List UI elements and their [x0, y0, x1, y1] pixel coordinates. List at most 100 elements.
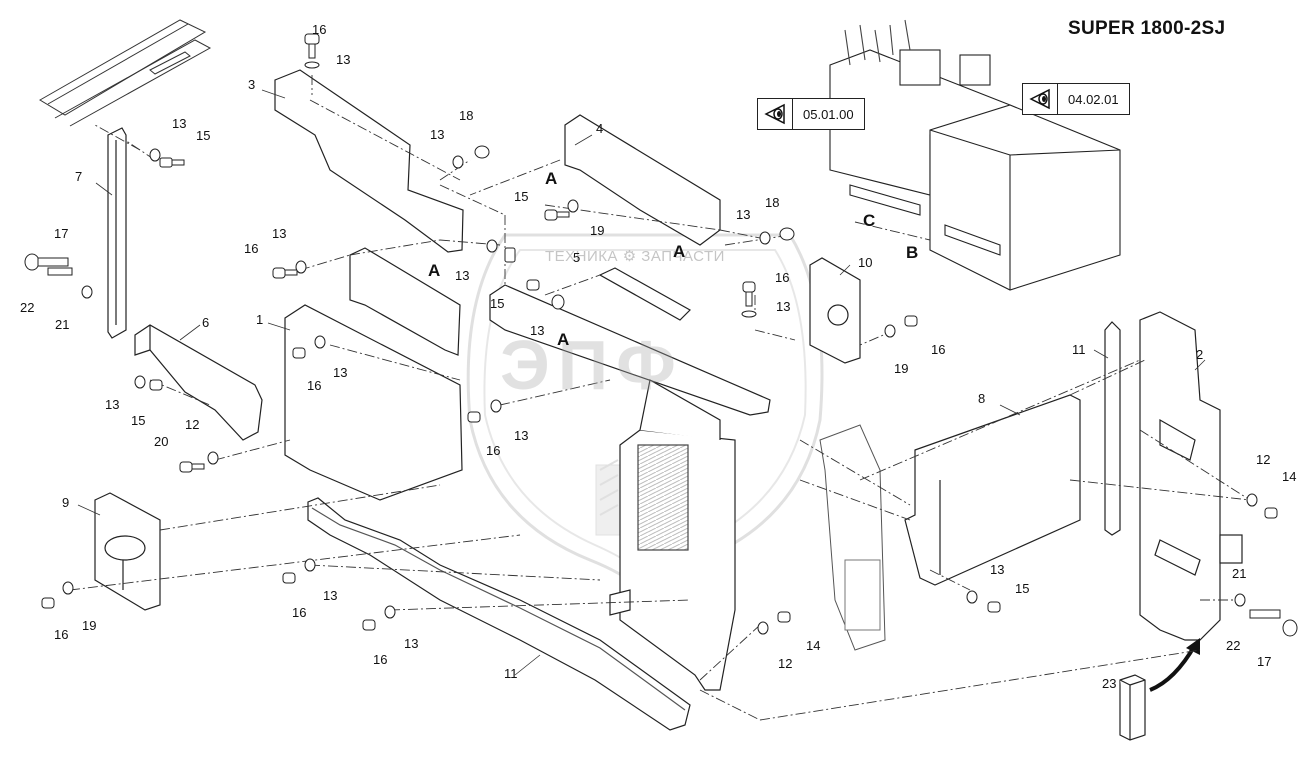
- callout-12: 12: [185, 417, 200, 432]
- washer-13-d: [295, 260, 307, 274]
- bolt-15-c: [504, 247, 516, 263]
- bolt-16-a: [272, 267, 298, 279]
- side-panel: [819, 424, 886, 651]
- model-title: SUPER 1800-2SJ: [1068, 18, 1226, 39]
- callout-13: 13: [514, 428, 529, 443]
- callout-13: 13: [776, 299, 791, 314]
- callout-16: 16: [775, 270, 790, 285]
- bolt-16-top: [304, 33, 320, 59]
- block-23: [1119, 674, 1146, 741]
- callout-13: 13: [336, 52, 351, 67]
- callout-12: 12: [778, 656, 793, 671]
- washer-13-h: [314, 335, 326, 349]
- washer-19-b: [884, 324, 896, 338]
- seal-strip-11: [307, 497, 691, 731]
- callout-20: 20: [154, 434, 169, 449]
- callout-13: 13: [430, 127, 445, 142]
- washer-13-i: [134, 375, 146, 389]
- washer-13-e: [486, 239, 498, 253]
- bolt-16-g: [282, 572, 296, 584]
- ref-box-2[interactable]: 04.02.01: [1022, 83, 1130, 115]
- washer-21-b: [1234, 593, 1246, 607]
- callout-13: 13: [105, 397, 120, 412]
- bolt-16-f: [41, 597, 55, 609]
- callout-17: 17: [1257, 654, 1272, 669]
- callout-23: 23: [1102, 676, 1117, 691]
- bracket-7: [107, 127, 127, 339]
- callout-16: 16: [244, 241, 259, 256]
- callout-14: 14: [1282, 469, 1297, 484]
- section-label-b: B: [906, 243, 919, 262]
- callout-22: 22: [20, 300, 35, 315]
- callout-15: 15: [196, 128, 211, 143]
- callout-9: 9: [62, 495, 70, 510]
- callout-15: 15: [490, 296, 505, 311]
- fasteners: [24, 33, 1298, 637]
- callout-16: 16: [931, 342, 946, 357]
- bolt-15-d: [526, 279, 540, 291]
- engine-assembly: [829, 19, 1121, 291]
- callout-16: 16: [307, 378, 322, 393]
- washer-13-b: [452, 155, 464, 169]
- panel-2: [1139, 311, 1243, 641]
- callout-8: 8: [978, 391, 986, 406]
- callout-16: 16: [312, 22, 327, 37]
- callout-19: 19: [590, 223, 605, 238]
- bolt-20: [179, 461, 205, 473]
- radiator-frame: [609, 379, 736, 691]
- ref-box-1[interactable]: 05.01.00: [757, 98, 865, 130]
- callout-13: 13: [736, 207, 751, 222]
- section-label-a: A: [428, 261, 441, 280]
- callout-13: 13: [990, 562, 1005, 577]
- stud-22-a: [47, 267, 73, 276]
- callout-21: 21: [55, 317, 70, 332]
- callout-22: 22: [1226, 638, 1241, 653]
- callout-16: 16: [373, 652, 388, 667]
- bolt-16-d: [292, 347, 306, 359]
- callout-11: 11: [1072, 342, 1086, 357]
- callout-21: 21: [1232, 566, 1247, 581]
- callout-15: 15: [1015, 581, 1030, 596]
- watermark-text: ТЕХНИКА ⚙ ЗАПЧАСТИ: [545, 248, 725, 265]
- callout-10: 10: [858, 255, 873, 270]
- washer-13-m: [966, 590, 978, 604]
- bolt-16-c: [904, 315, 918, 327]
- callout-14: 14: [806, 638, 821, 653]
- callout-5: 5: [573, 250, 581, 265]
- callout-16: 16: [486, 443, 501, 458]
- washer-19-c: [62, 581, 74, 595]
- washer-12-c: [1246, 493, 1258, 507]
- callout-13: 13: [272, 226, 287, 241]
- bolt-15-e: [149, 379, 163, 391]
- callout-19: 19: [82, 618, 97, 633]
- callout-13: 13: [404, 636, 419, 651]
- washer-13-j: [490, 399, 502, 413]
- callout-17: 17: [54, 226, 69, 241]
- washer-13-g: [741, 310, 757, 318]
- panel-8: [904, 394, 1081, 586]
- callout-15: 15: [514, 189, 529, 204]
- bolt-17-b: [1282, 619, 1298, 637]
- nut-18-a: [474, 145, 490, 159]
- bolt-17-a: [24, 253, 69, 271]
- callout-13: 13: [323, 588, 338, 603]
- callout-13: 13: [172, 116, 187, 131]
- callout-3: 3: [248, 77, 256, 92]
- eye-icon: [758, 99, 793, 129]
- washer-13-l: [384, 605, 396, 619]
- ref-code-1: 05.01.00: [803, 106, 854, 122]
- washer-12-a: [207, 451, 219, 465]
- nut-18-b: [779, 227, 795, 241]
- leader-lines: [69, 75, 1251, 721]
- plate-a: [349, 247, 461, 356]
- callout-16: 16: [292, 605, 307, 620]
- ref-code-2: 04.02.01: [1068, 91, 1119, 107]
- callout-13: 13: [333, 365, 348, 380]
- section-label-a: A: [545, 169, 558, 188]
- callout-4: 4: [596, 121, 604, 136]
- callout-1: 1: [256, 312, 264, 327]
- panel-5: [489, 267, 771, 416]
- panel-10: [809, 257, 861, 364]
- callout-15: 15: [131, 413, 146, 428]
